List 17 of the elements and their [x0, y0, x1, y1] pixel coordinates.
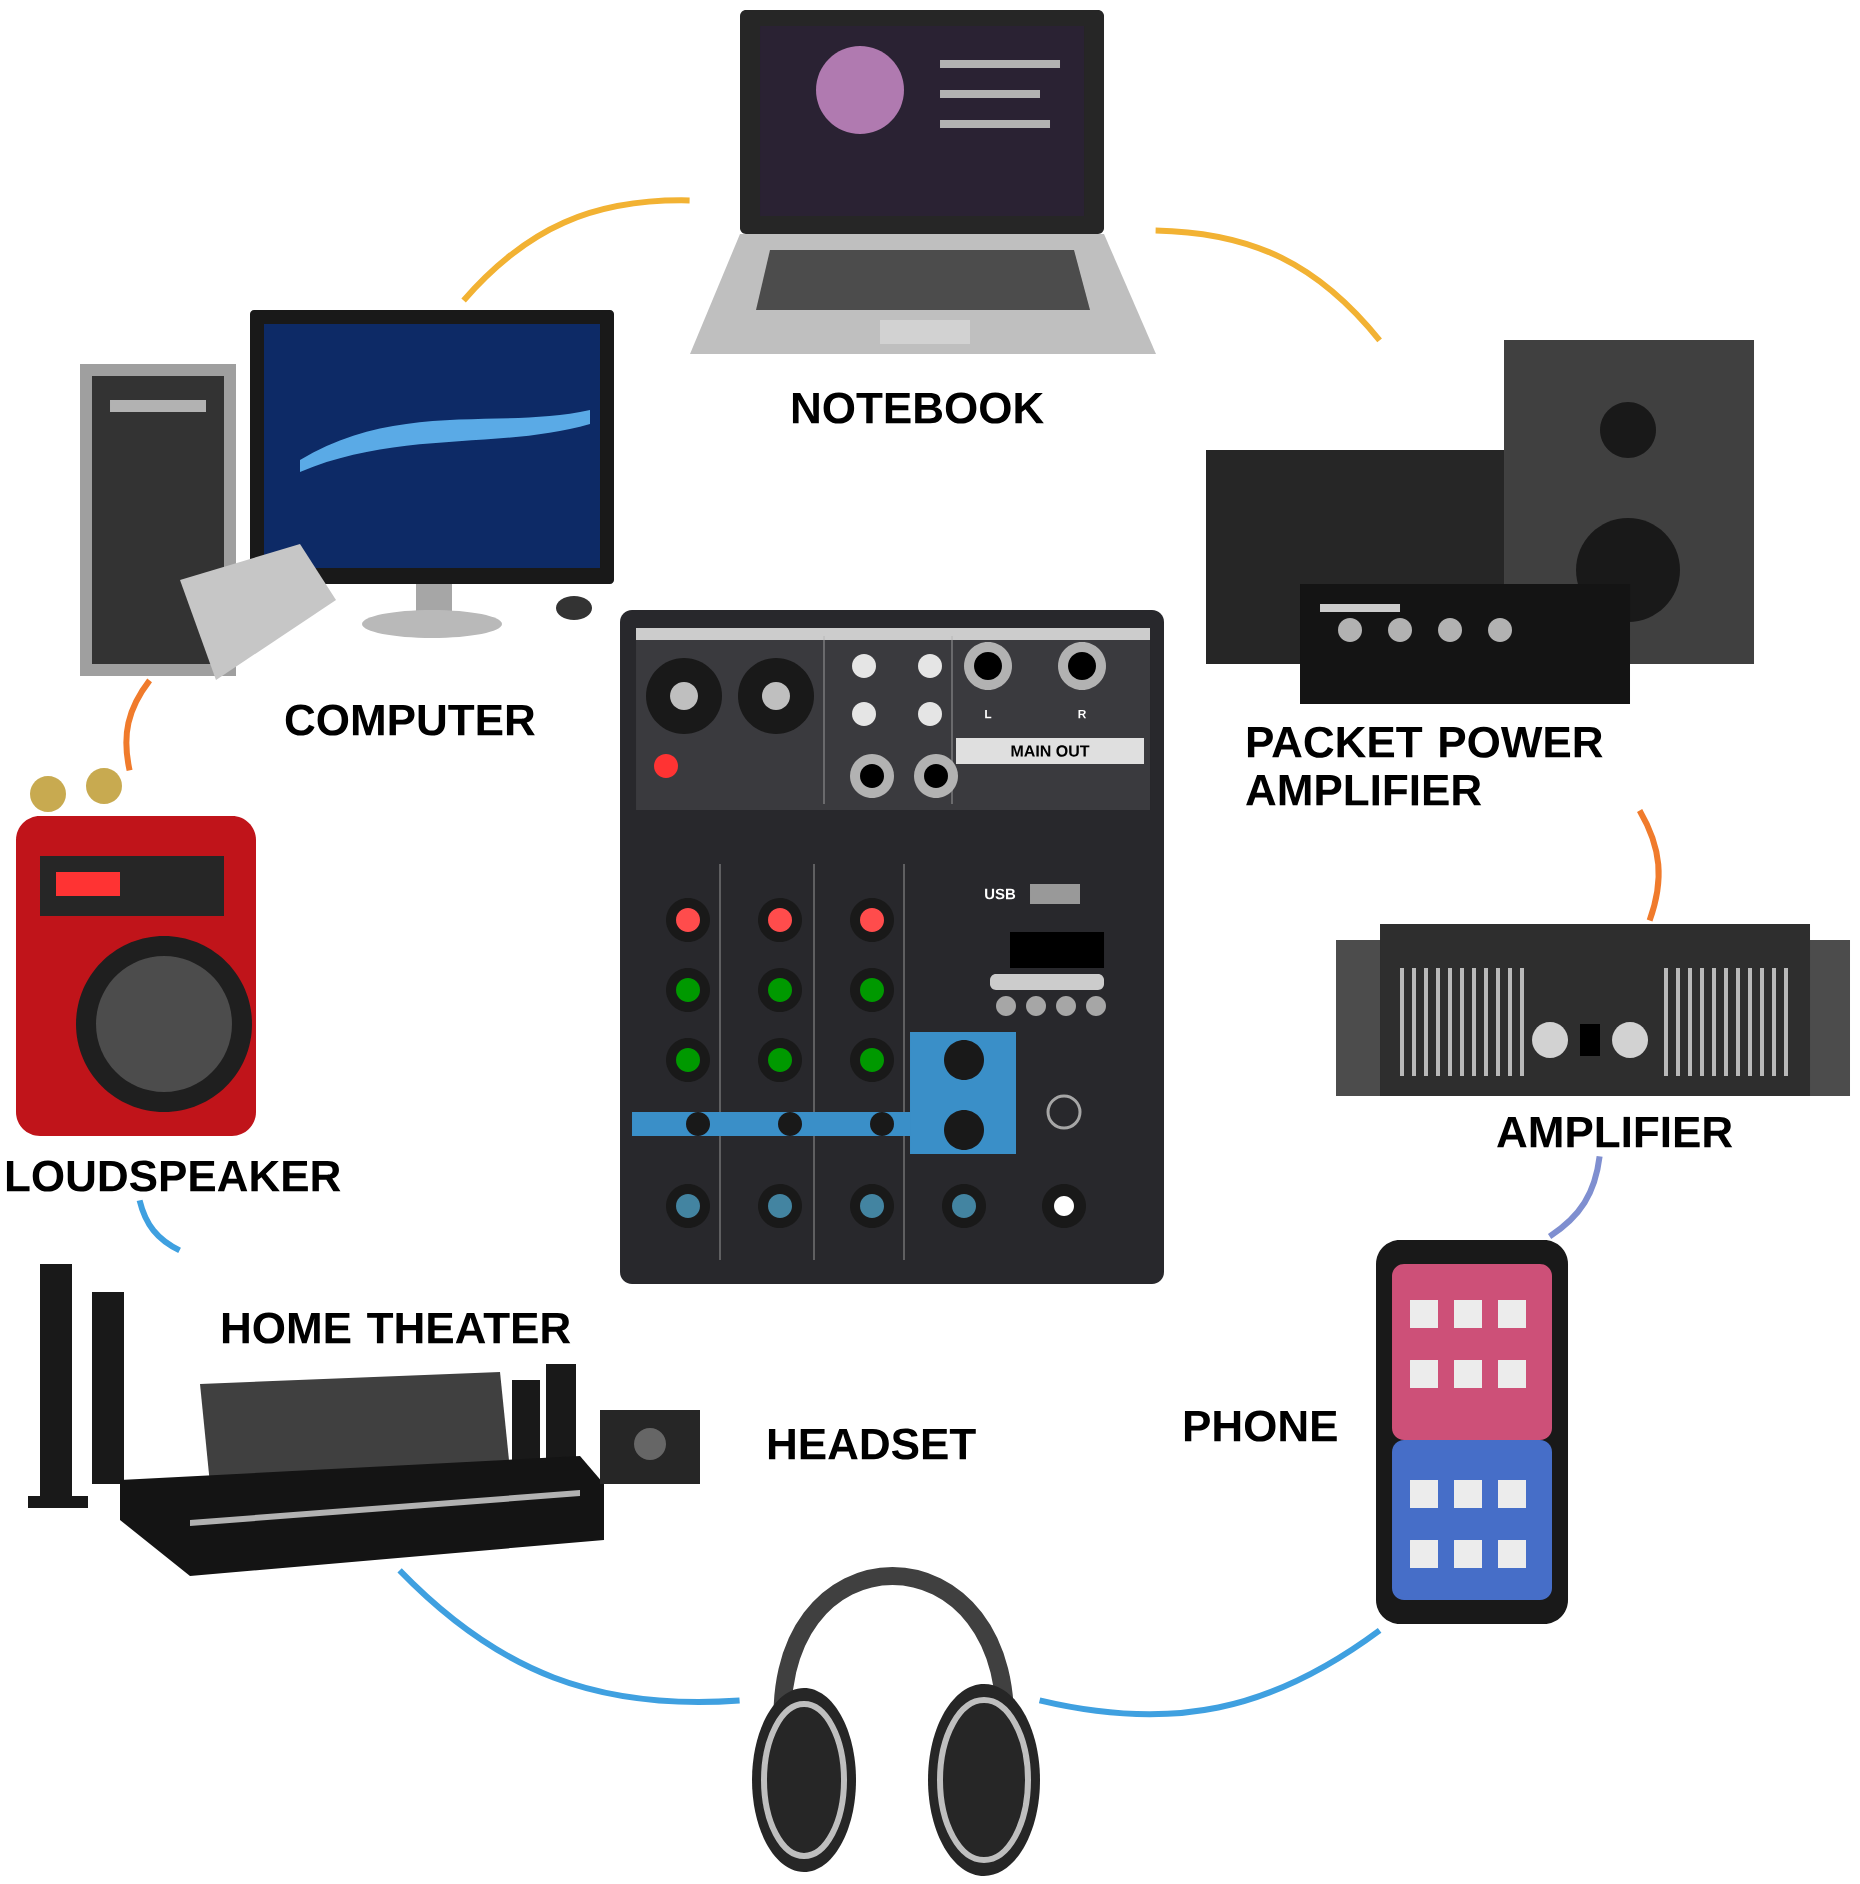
device-label: LOUDSPEAKER — [6, 1160, 341, 1192]
device-label: NOTEBOOK — [792, 392, 1044, 424]
connecting-arc — [1547, 1155, 1603, 1239]
device-label: PHONE — [1184, 1410, 1337, 1442]
connecting-arc — [397, 1568, 740, 1705]
device-label: HOME THEATER — [222, 1312, 571, 1344]
device-label: HEADSET — [768, 1428, 976, 1460]
panel-label: MAIN OUT — [1011, 745, 1090, 757]
connecting-arc — [1039, 1627, 1382, 1718]
device-label: PACKET POWER AMPLIFIER — [1246, 726, 1603, 806]
device-label: AMPLIFIER — [1497, 1116, 1733, 1148]
connecting-arc — [123, 678, 153, 771]
connecting-arc — [1155, 227, 1382, 343]
connecting-arc — [1636, 808, 1662, 922]
connecting-arc — [461, 197, 690, 303]
connecting-arc — [136, 1199, 181, 1254]
device-label: COMPUTER — [285, 704, 535, 736]
